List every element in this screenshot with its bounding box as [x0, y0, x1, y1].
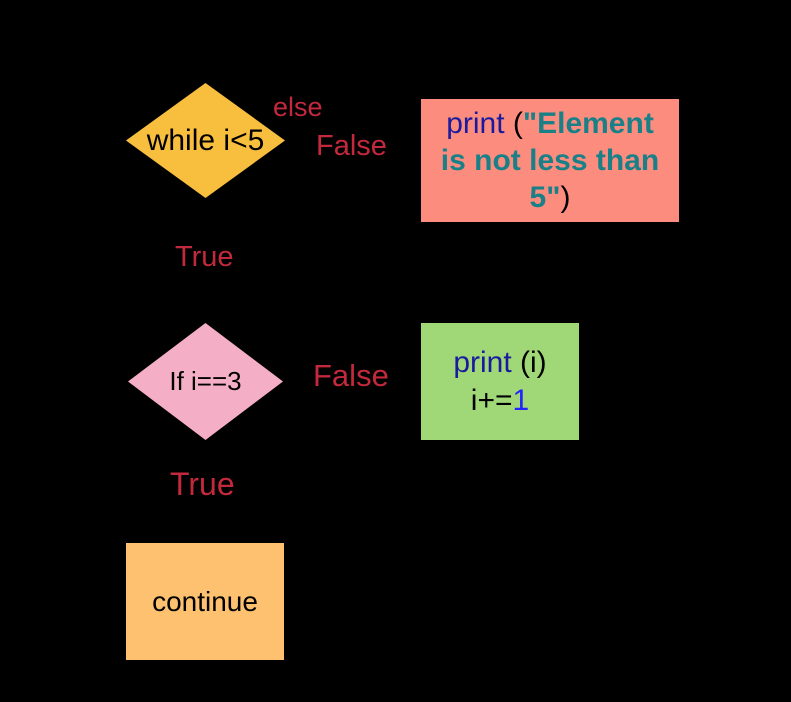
increment-expression: i+= — [470, 383, 513, 417]
continue-text: continue — [152, 585, 258, 617]
string-part-1: "Element — [522, 107, 654, 140]
string-part-3: 5" — [529, 181, 561, 214]
while-condition-text: while i<5 — [146, 123, 265, 157]
print-argument: (i) — [511, 345, 547, 379]
paren-close: ) — [560, 181, 571, 214]
print-increment-box: print (i) i+=1 — [421, 323, 579, 440]
if-condition-diamond: If i==3 — [128, 323, 283, 440]
if-condition-text: If i==3 — [169, 366, 242, 396]
while-true-label: True — [175, 241, 234, 273]
print-not-less-box: print ("Element is not less than 5") — [421, 99, 679, 222]
print-increment-line-1: print (i) — [453, 344, 546, 382]
print-not-less-line-1: print ("Element — [446, 105, 654, 142]
print-keyword: print — [453, 345, 512, 379]
print-not-less-line-3: 5") — [530, 179, 571, 216]
while-false-label: False — [316, 130, 387, 162]
while-condition-diamond: while i<5 — [126, 83, 285, 198]
print-keyword: print — [446, 107, 505, 140]
print-not-less-line-2: is not less than — [441, 142, 659, 179]
string-part-2: is not less than — [440, 144, 660, 177]
if-false-label: False — [313, 358, 389, 393]
continue-box: continue — [126, 543, 284, 660]
if-true-label: True — [170, 466, 235, 502]
paren-open: ( — [504, 107, 523, 140]
increment-value: 1 — [512, 383, 530, 417]
else-branch-label: else — [273, 92, 323, 122]
print-increment-line-2: i+=1 — [471, 382, 529, 420]
